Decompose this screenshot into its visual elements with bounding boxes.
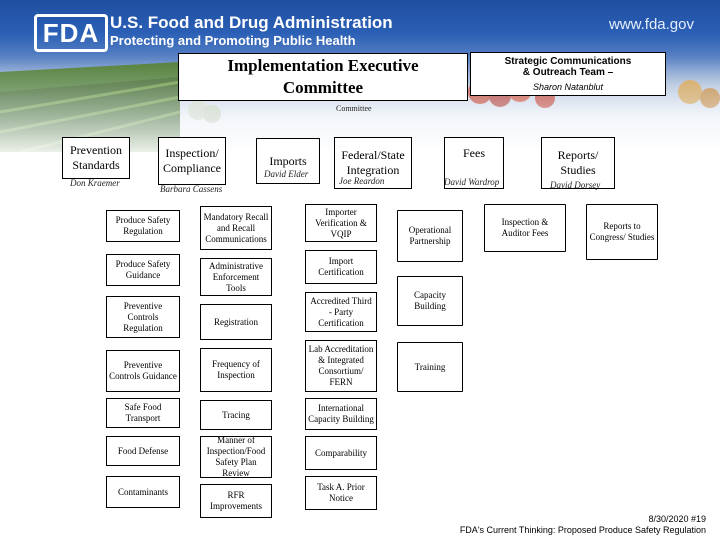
agency-tagline: Protecting and Promoting Public Health bbox=[110, 33, 356, 48]
fees-lead: David Wardrop bbox=[444, 177, 500, 187]
task-imports-3: Accredited Third - Party Certification bbox=[305, 292, 377, 332]
inspection-name-1: Inspection/ bbox=[165, 146, 219, 160]
inspection-compliance-box: Inspection/Compliance bbox=[158, 137, 226, 185]
task-imports-2: Import Certification bbox=[305, 250, 377, 284]
task-prevention-3: Preventive Controls Regulation bbox=[106, 296, 180, 338]
task-prevention-7: Contaminants bbox=[106, 476, 180, 508]
federal-lead: Joe Reardon bbox=[339, 176, 385, 186]
implementation-ghost-label: Committee bbox=[336, 104, 372, 113]
fees-box: Fees bbox=[444, 137, 504, 189]
agency-name: U.S. Food and Drug Administration bbox=[110, 13, 393, 32]
task-imports-1: Importer Verification & VQIP bbox=[305, 204, 377, 242]
task-inspection-6: Manner of Inspection/Food Safety Plan Re… bbox=[200, 435, 272, 478]
strategic-title-line1: Strategic Communications bbox=[504, 56, 632, 67]
task-imports-4: Lab Accreditation & Integrated Consortiu… bbox=[305, 340, 377, 392]
imports-name: Imports bbox=[269, 153, 307, 168]
task-imports-6: Comparability bbox=[305, 436, 377, 470]
fda-logo: FDA bbox=[34, 14, 108, 52]
fees-name: Fees bbox=[463, 146, 485, 160]
task-inspection-1: Mandatory Recall and Recall Communicatio… bbox=[200, 206, 272, 250]
task-prevention-2: Produce Safety Guidance bbox=[106, 254, 180, 286]
strategic-communications-box: Strategic Communications & Outreach Team… bbox=[470, 52, 666, 96]
task-prevention-4: Preventive Controls Guidance bbox=[106, 350, 180, 392]
task-prevention-6: Food Defense bbox=[106, 436, 180, 466]
task-fees-1: Inspection & Auditor Fees bbox=[484, 204, 566, 252]
reports-studies-box: Reports/Studies bbox=[541, 137, 615, 189]
prevention-name-1: Prevention bbox=[70, 143, 122, 157]
task-inspection-4: Frequency of Inspection bbox=[200, 348, 272, 392]
federal-name-2: Integration bbox=[346, 163, 400, 177]
site-url: www.fda.gov bbox=[608, 16, 694, 33]
task-imports-5: International Capacity Building bbox=[305, 398, 377, 430]
federal-name-1: Federal/State bbox=[341, 148, 405, 162]
task-prevention-5: Safe Food Transport bbox=[106, 398, 180, 428]
inspection-lead: Barbara Cassens bbox=[160, 184, 223, 194]
task-prevention-1: Produce Safety Regulation bbox=[106, 210, 180, 242]
slide-date: 8/30/2020 #19 bbox=[648, 514, 706, 524]
slide-caption: FDA's Current Thinking: Proposed Produce… bbox=[459, 525, 706, 535]
slide-footer: 8/30/2020 #19 FDA's Current Thinking: Pr… bbox=[460, 514, 706, 536]
imports-lead: David Elder bbox=[264, 169, 309, 179]
task-reports-1: Reports to Congress/ Studies bbox=[586, 204, 658, 260]
task-inspection-2: Administrative Enforcement Tools bbox=[200, 258, 272, 296]
task-federal-1: Operational Partnership bbox=[397, 210, 463, 262]
reports-name-1: Reports/ bbox=[557, 148, 599, 162]
implementation-title-line2: Committee bbox=[282, 78, 364, 97]
task-federal-3: Training bbox=[397, 342, 463, 392]
task-inspection-7: RFR Improvements bbox=[200, 484, 272, 518]
reports-lead: David Dorsey bbox=[550, 180, 601, 190]
implementation-title-line1: Implementation Executive bbox=[227, 56, 419, 75]
prevention-lead: Don Kraemer bbox=[70, 178, 120, 188]
prevention-name-2: Standards bbox=[72, 158, 120, 172]
strategic-title-line2: & Outreach Team – bbox=[522, 67, 614, 78]
implementation-committee-box: Implementation Executive Committee bbox=[178, 53, 468, 101]
task-imports-7: Task A. Prior Notice bbox=[305, 476, 377, 510]
task-inspection-3: Registration bbox=[200, 304, 272, 340]
task-federal-2: Capacity Building bbox=[397, 276, 463, 326]
strategic-lead: Sharon Natanblut bbox=[532, 82, 604, 92]
inspection-name-2: Compliance bbox=[163, 161, 221, 175]
reports-name-2: Studies bbox=[560, 163, 596, 177]
imports-box: Imports bbox=[256, 138, 320, 184]
task-inspection-5: Tracing bbox=[200, 400, 272, 430]
